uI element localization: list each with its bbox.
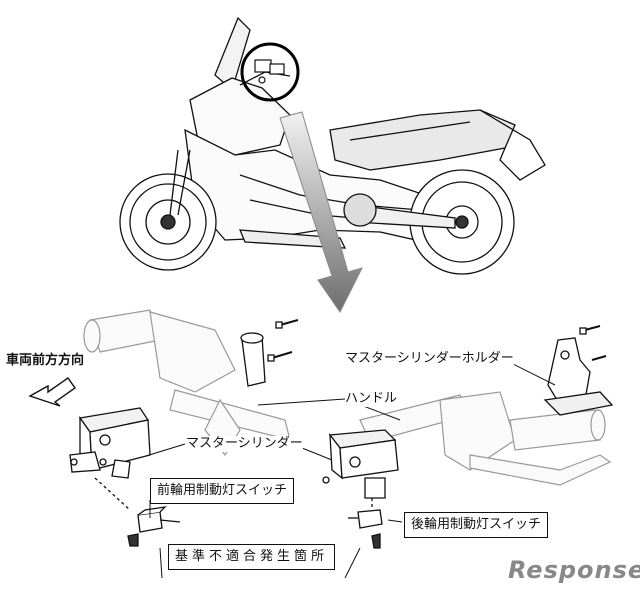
forward-direction-arrow [28,377,76,407]
master-cylinder-left [69,407,151,511]
mirror-holder [240,319,299,387]
rear-brake-switch [348,509,383,549]
master-cylinder-holder [543,325,614,416]
scooter-illustration [119,16,546,275]
leader-lines [145,359,556,579]
response-watermark: Response. [508,556,640,584]
handlebar-right [359,391,612,486]
rear-switch-label: 後輪用制動灯スイッチ [404,512,549,538]
zoom-detail-icon [254,59,285,84]
handlebar-left [83,309,291,457]
direction-label: 車両前方方向 [6,353,85,369]
zoom-arrow [279,111,363,313]
master-cylinder-label: マスターシリンダー [186,436,303,452]
master-cylinder-right [322,429,399,512]
highlight-circle [240,42,300,102]
holder-label: マスターシリンダーホルダー [345,351,514,367]
front-brake-switch [127,506,181,547]
defect-location-label: 基準不適合発生箇所 [168,544,336,570]
front-switch-label: 前輪用制動灯スイッチ [150,478,295,504]
handle-label: ハンドル [345,391,398,407]
